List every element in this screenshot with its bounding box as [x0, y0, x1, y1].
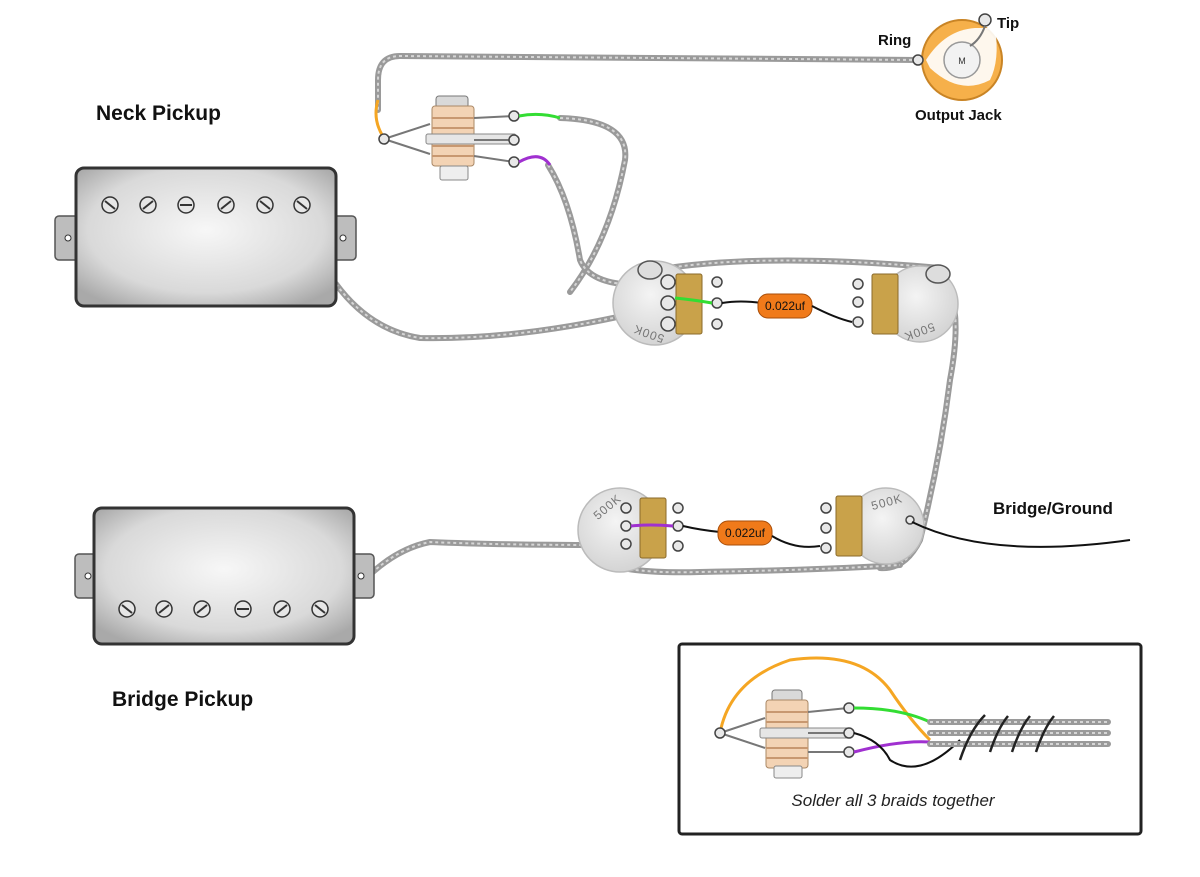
capacitor-top: 0.022uf	[757, 293, 853, 323]
bridge-ground-wire: Bridge/Ground	[911, 499, 1131, 548]
bridge-pole-screws	[118, 600, 329, 618]
inset-note: Solder all 3 braids together	[791, 791, 996, 810]
capacitor-bottom-label: 0.022uf	[725, 526, 766, 540]
neck-tone-pot: 500K	[852, 264, 959, 344]
output-jack: M Ring Tip Output Jack	[878, 13, 1019, 124]
bridge-ground-label: Bridge/Ground	[993, 499, 1113, 518]
braid-switch-to-neck-volume	[557, 115, 629, 295]
capacitor-top-label: 0.022uf	[765, 299, 806, 313]
braid-jack-ring	[375, 52, 921, 113]
braid-bridge-pickup	[352, 538, 603, 593]
braid-neck-pickup	[333, 281, 643, 342]
output-jack-label: Output Jack	[915, 107, 1002, 124]
braid-top-ground	[652, 257, 943, 273]
braid-switch-lower	[545, 162, 643, 288]
jack-center-label: M	[958, 56, 966, 66]
bridge-pickup: Bridge Pickup	[74, 506, 375, 711]
ring-label: Ring	[878, 32, 911, 49]
capacitor-bottom: 0.022uf	[717, 520, 821, 548]
neck-pickup-label: Neck Pickup	[96, 102, 221, 125]
bridge-pickup-label: Bridge Pickup	[112, 688, 253, 711]
neck-volume-pot: 500K	[612, 260, 763, 346]
braided-cables	[333, 52, 959, 593]
neck-pickup: Neck Pickup	[54, 102, 357, 308]
bridge-volume-pot: 500K	[577, 487, 721, 573]
bridge-tone-pot: 500K	[820, 487, 925, 565]
inset-braid-detail: Solder all 3 braids together	[677, 642, 1143, 836]
neck-pole-screws	[101, 196, 311, 214]
tip-label: Tip	[997, 15, 1019, 32]
toggle-switch	[374, 95, 561, 181]
